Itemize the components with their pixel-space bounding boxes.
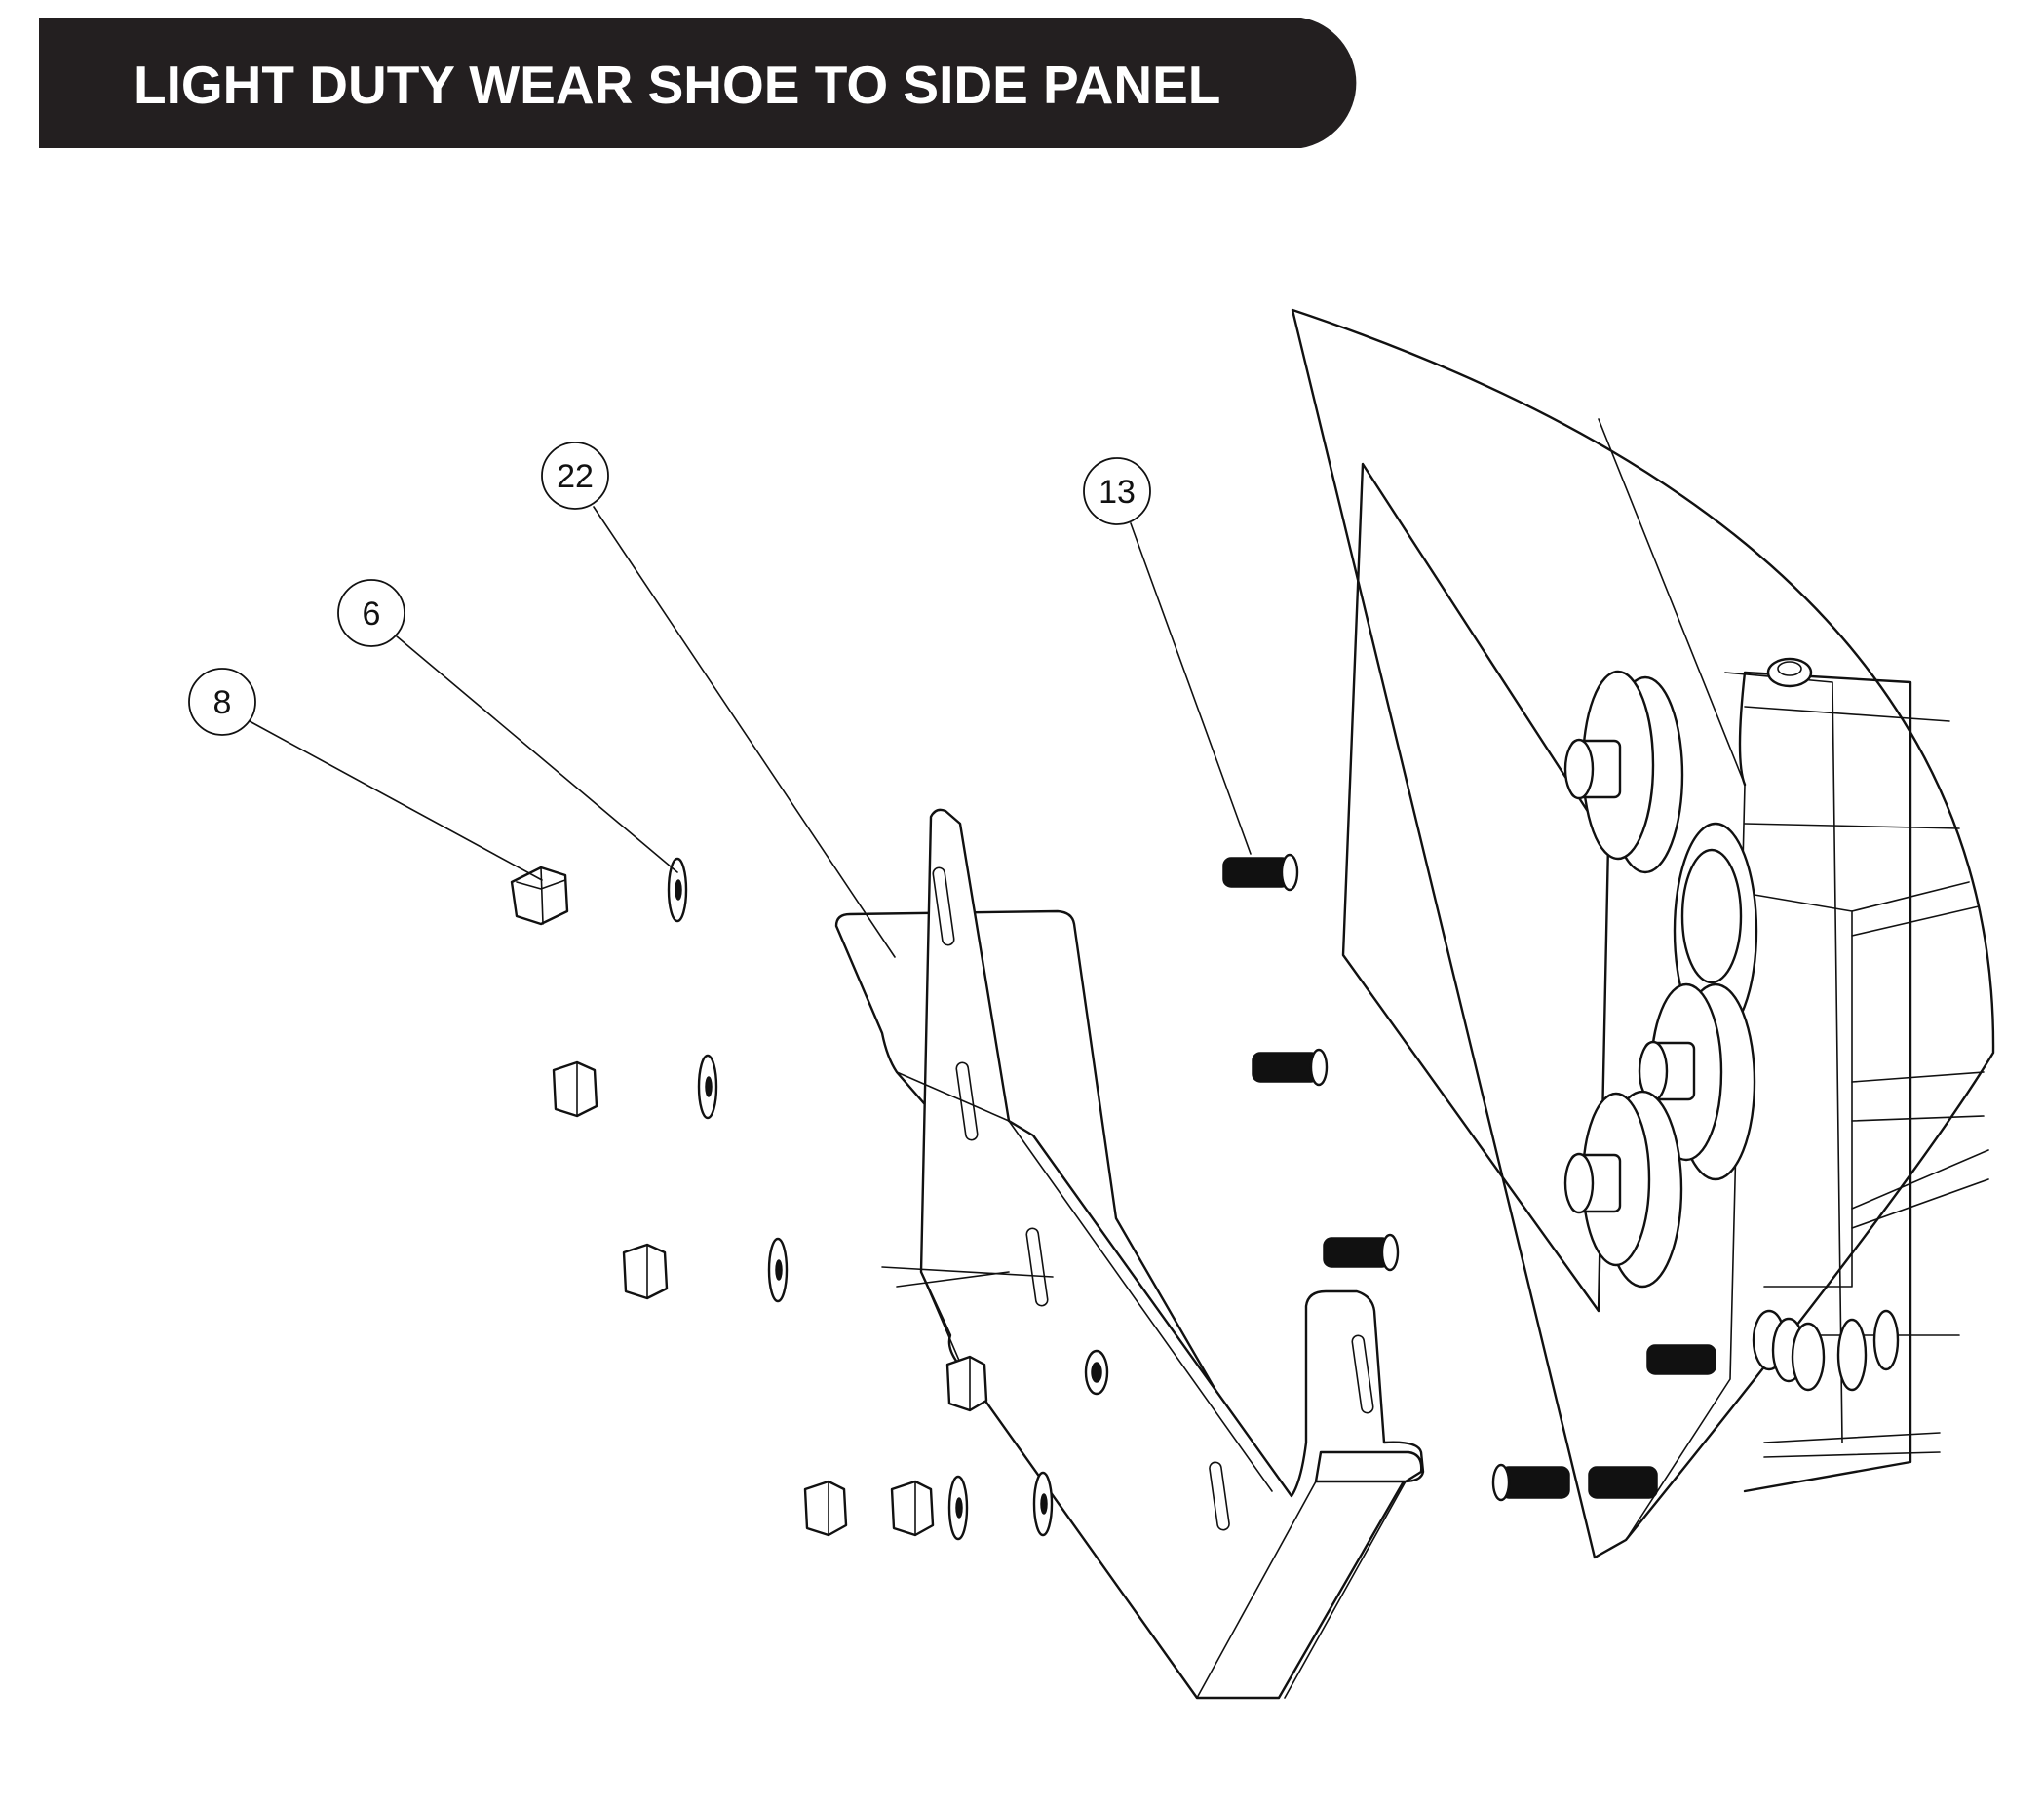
callout-label: 8: [213, 684, 232, 721]
side-panel: [1291, 308, 1995, 1559]
washers: [667, 857, 1054, 1541]
title-banner: LIGHT DUTY WEAR SHOE TO SIDE PANEL: [39, 18, 1357, 148]
callout-label: 22: [557, 458, 594, 495]
callout-13: 13: [1083, 457, 1252, 855]
carriage-bolts: [1222, 853, 1716, 1502]
page-title: LIGHT DUTY WEAR SHOE TO SIDE PANEL: [134, 55, 1220, 115]
nut-4: [945, 1355, 988, 1412]
nut-3: [622, 1243, 669, 1300]
callout-22: 22: [541, 442, 896, 958]
callout-label: 6: [363, 596, 381, 633]
nut-1: [510, 866, 569, 926]
roller-wheels: [1563, 670, 1758, 1289]
callout-6: 6: [337, 579, 678, 873]
callout-label: 13: [1099, 474, 1136, 511]
nut-6: [890, 1480, 935, 1537]
spring-coils: [1752, 1309, 1900, 1392]
lock-nuts: [510, 866, 988, 1537]
callout-8: 8: [188, 668, 543, 881]
nut-5: [803, 1480, 848, 1537]
nut-2: [552, 1060, 598, 1118]
